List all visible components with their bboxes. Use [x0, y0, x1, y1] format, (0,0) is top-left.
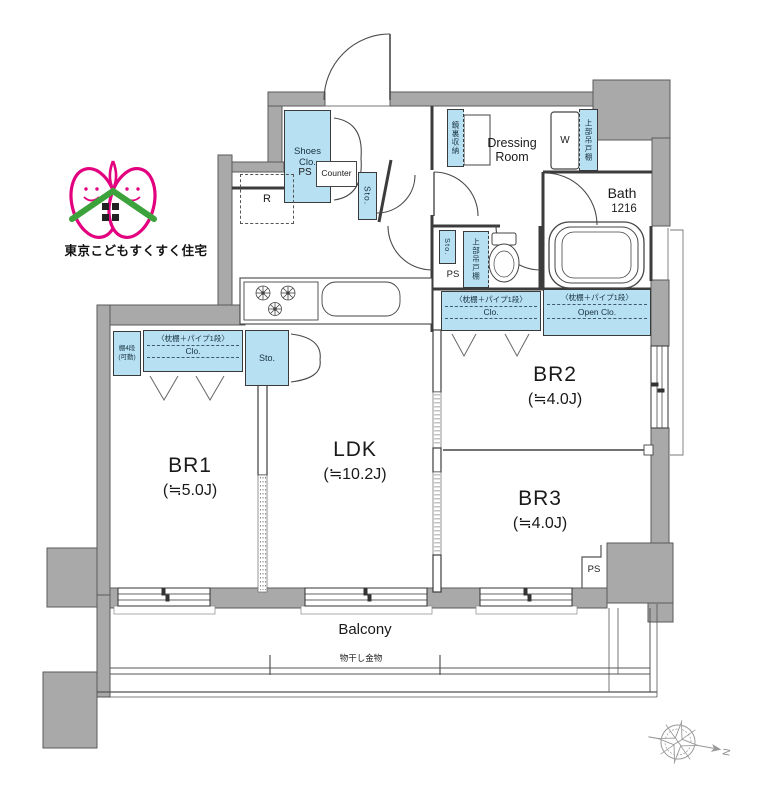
bath-door-arc [544, 172, 598, 226]
upper-cabinet-toilet: 上部吊戸棚 [463, 231, 489, 288]
open-closet-label: Open Clo. [577, 307, 617, 317]
br2-br3-divider [443, 444, 654, 456]
washbasin-cabinet [463, 114, 491, 166]
closet-br2-note: 〈枕棚＋パイプ1段〉 [455, 295, 527, 304]
toilet [488, 232, 520, 283]
logo-mark [69, 160, 157, 239]
upper-cabinet-washer: 上部吊戸棚 [579, 109, 598, 171]
window-br1 [117, 587, 211, 607]
br1-name: BR1 [168, 454, 212, 477]
kitchen-sink [321, 281, 401, 317]
ps-label-toilet: PS [446, 269, 460, 280]
divider [146, 357, 240, 358]
window-br3 [479, 587, 573, 607]
washer-label: W [560, 134, 570, 146]
hall-storage: Sto. [358, 172, 377, 220]
divider [547, 318, 647, 319]
bathtub [548, 221, 645, 289]
windows [117, 345, 669, 607]
br1-storage-door-arc [290, 359, 321, 383]
compass-north-label: N [719, 747, 731, 756]
kitchen-counter [239, 277, 433, 325]
toilet-storage: Sto. [439, 230, 456, 264]
br1-size: (≒5.0J) [162, 482, 218, 499]
interior-wall-thin [325, 105, 684, 588]
logo-text: 東京こどもすくすく住宅 [64, 244, 208, 258]
balcony-railing [97, 604, 658, 698]
washroom-door-arc [433, 171, 479, 217]
window-br2-side [650, 345, 669, 429]
br2-size: (≒4.0J) [527, 391, 583, 408]
shoes-closet-door-arc [333, 117, 362, 159]
closet-br1-note: 〈枕棚＋パイプ1段〉 [157, 334, 229, 343]
br2-name: BR2 [533, 363, 577, 386]
closet-br1-label: Clo. [185, 346, 201, 356]
window-sills [113, 605, 578, 615]
open-closet-br2: 〈枕棚＋パイプ1段〉 Open Clo. [543, 289, 651, 336]
ps-label-hall: PS [298, 167, 312, 178]
closet-br2: 〈枕棚＋パイプ1段〉 Clo. [441, 291, 541, 331]
hall-storage-door-arc [376, 174, 416, 214]
divider [444, 318, 538, 319]
ldk-name: LDK [333, 438, 377, 461]
mirror-storage: 鏡裏収納 [447, 109, 464, 167]
br3-size: (≒4.0J) [512, 515, 568, 532]
balcony-label: Balcony [338, 621, 392, 638]
window-ldk [304, 587, 428, 607]
ldk-size: (≒10.2J) [323, 466, 387, 483]
logo-windows [102, 203, 119, 221]
dressing-room-label: Dressing Room [487, 136, 537, 164]
sliding-partitions [257, 329, 442, 593]
br1-storage-door-arc [290, 333, 321, 361]
compass-arrow [710, 743, 722, 752]
compass: N [648, 720, 732, 764]
movable-shelf-line1: 棚4段 [118, 345, 136, 353]
shoes-closet: Shoes Clo. [284, 110, 331, 203]
br3-name: BR3 [518, 487, 562, 510]
stove-burners [255, 285, 296, 316]
logo-roof [69, 187, 157, 222]
bath-name: Bath [607, 185, 637, 201]
refrigerator-space: R [240, 174, 294, 224]
divider [444, 306, 538, 307]
ps-label-br3: PS [587, 564, 601, 575]
entrance-door-arc [323, 33, 391, 101]
counter: Counter [316, 161, 357, 187]
closet-br2-label: Clo. [483, 307, 499, 317]
movable-shelf-line2: (可動) [118, 353, 136, 361]
bath-size: 1216 [611, 203, 637, 215]
wall-layer [42, 79, 674, 749]
closet-hanger-marks [149, 333, 530, 401]
br1-storage-label: Sto. [258, 353, 275, 363]
closet-br1: 〈枕棚＋パイプ1段〉 Clo. [143, 330, 243, 372]
br1-storage: Sto. [245, 330, 289, 386]
divider [146, 345, 240, 346]
shoes-closet-label: Shoes Clo. [294, 145, 321, 168]
movable-shelf: 棚4段 (可動) [113, 331, 141, 376]
stove [243, 281, 319, 321]
shoes-closet-door-arc [333, 157, 362, 201]
open-closet-note: 〈枕棚＋パイプ1段〉 [561, 293, 633, 302]
laundry-hardware-label: 物干し金物 [339, 653, 383, 663]
divider [547, 304, 647, 305]
ldk-door-arc [387, 225, 433, 271]
